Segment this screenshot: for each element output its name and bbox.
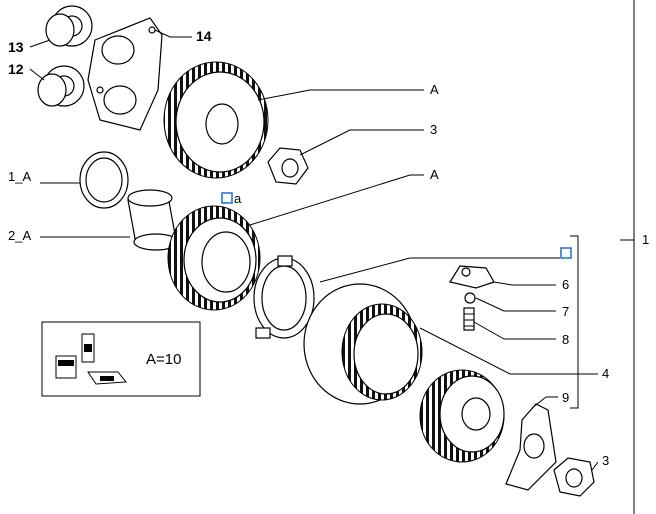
nut-part-3-bottom	[553, 457, 595, 497]
dog-gear	[419, 369, 505, 463]
inset-label: A=10	[146, 351, 181, 368]
tool-icon	[55, 333, 127, 385]
lubricant-icon	[221, 192, 233, 204]
lock-plate-part-9	[505, 403, 557, 491]
callout-8: 8	[562, 332, 569, 347]
callout-1: 1	[642, 232, 649, 247]
leader-lines	[29, 29, 634, 471]
callout-7: 7	[562, 304, 569, 319]
ring-part-1a	[79, 151, 129, 209]
gear-a-top	[163, 61, 269, 179]
callout-3-bottom: 3	[602, 453, 609, 468]
callout-13: 13	[8, 39, 24, 55]
bushing-part-2a	[127, 189, 179, 251]
spring-part-8	[463, 307, 475, 331]
callout-1a: 1_A	[8, 169, 31, 184]
callout-a-top: A	[430, 82, 439, 97]
sleeve-part-4	[303, 283, 423, 405]
cover-plate-part-14	[87, 17, 163, 131]
callout-4: 4	[602, 366, 609, 381]
bearing-part-12	[37, 65, 85, 107]
callout-12: 12	[8, 61, 24, 77]
callout-2a: 2_A	[8, 228, 31, 243]
callout-14: 14	[196, 28, 212, 44]
bearing-part-13	[45, 5, 93, 47]
synchro-ring	[253, 255, 315, 339]
inset-box	[41, 321, 201, 397]
synchro-gear-a	[167, 205, 261, 311]
nut-part-3-top	[267, 147, 309, 185]
callout-a-mid: A	[430, 167, 439, 182]
lubricant-icon-right	[560, 247, 572, 259]
key-part-6	[449, 265, 495, 289]
ball-part-7	[464, 292, 476, 304]
callout-3-top: 3	[430, 122, 437, 137]
callout-9: 9	[562, 390, 569, 405]
callout-a-small: a	[234, 191, 242, 206]
callout-6: 6	[562, 277, 569, 292]
